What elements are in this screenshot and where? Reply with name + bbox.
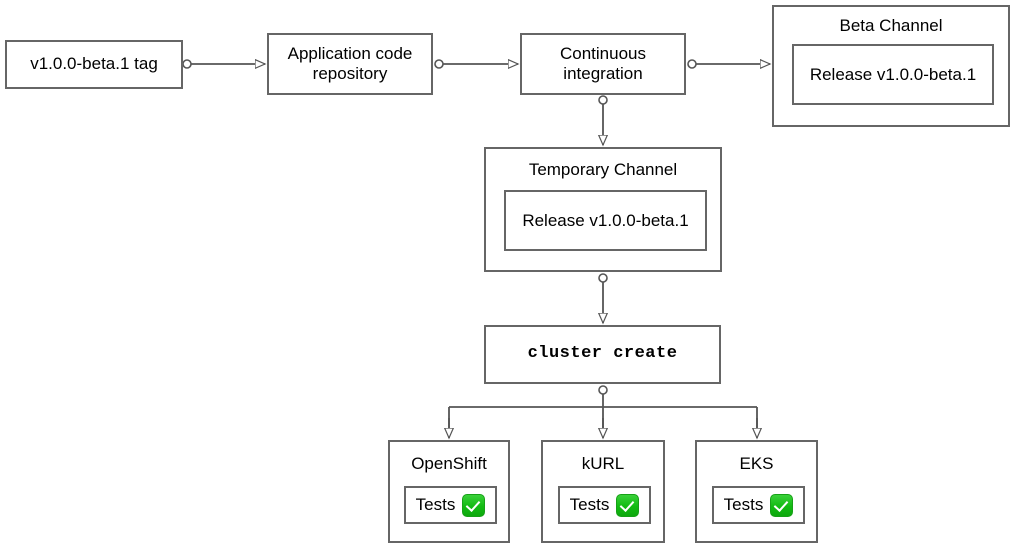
node-application-code-repository-label: Application code repository — [288, 44, 413, 84]
node-eks-tests[interactable]: Tests — [712, 486, 805, 524]
edge-cluster-create-branch — [449, 385, 757, 438]
kurl-tests-row: Tests — [569, 493, 640, 517]
group-temporary-channel[interactable]: Temporary Channel Release v1.0.0-beta.1 — [484, 147, 722, 272]
group-openshift[interactable]: OpenShift Tests — [388, 440, 510, 543]
group-beta-channel[interactable]: Beta Channel Release v1.0.0-beta.1 — [772, 5, 1010, 127]
node-application-code-repository[interactable]: Application code repository — [267, 33, 433, 95]
group-beta-channel-title: Beta Channel — [839, 16, 943, 35]
eks-tests-row: Tests — [723, 493, 794, 517]
node-cluster-create-label: cluster create — [527, 344, 678, 364]
node-continuous-integration[interactable]: Continuous integration — [520, 33, 686, 95]
ci-line-2: integration — [563, 64, 643, 83]
node-beta-channel-release[interactable]: Release v1.0.0-beta.1 — [792, 44, 994, 105]
edge-repo-to-ci — [434, 60, 518, 68]
group-eks-title: EKS — [739, 454, 774, 473]
node-continuous-integration-label: Continuous integration — [560, 44, 646, 84]
green-check-icon — [616, 493, 640, 517]
node-openshift-tests[interactable]: Tests — [404, 486, 497, 524]
node-cluster-create[interactable]: cluster create — [484, 325, 721, 384]
beta-channel-release-label: Release v1.0.0-beta.1 — [809, 64, 977, 84]
edge-tag-to-repo — [182, 60, 265, 68]
node-tag[interactable]: v1.0.0-beta.1 tag — [5, 40, 183, 89]
node-temporary-channel-release[interactable]: Release v1.0.0-beta.1 — [504, 190, 707, 251]
ci-line-1: Continuous — [559, 43, 646, 63]
kurl-tests-label: Tests — [569, 495, 610, 514]
group-temporary-channel-title: Temporary Channel — [528, 160, 678, 179]
node-tag-label: v1.0.0-beta.1 tag — [30, 54, 158, 74]
edge-ci-to-beta-channel — [687, 60, 770, 68]
repo-line-2: repository — [312, 64, 388, 83]
group-kurl-title: kURL — [581, 454, 625, 473]
green-check-icon — [770, 493, 794, 517]
eks-tests-label: Tests — [723, 495, 764, 514]
openshift-tests-label: Tests — [415, 495, 456, 514]
temporary-channel-release-label: Release v1.0.0-beta.1 — [522, 210, 689, 230]
openshift-tests-row: Tests — [415, 493, 486, 517]
group-eks[interactable]: EKS Tests — [695, 440, 818, 543]
group-openshift-title: OpenShift — [411, 454, 487, 473]
green-check-icon — [462, 493, 486, 517]
node-kurl-tests[interactable]: Tests — [558, 486, 651, 524]
edge-temporary-channel-to-cluster-create — [599, 273, 607, 323]
repo-line-1: Application code — [287, 43, 413, 63]
edge-ci-to-temporary-channel — [599, 95, 607, 145]
group-kurl[interactable]: kURL Tests — [541, 440, 665, 543]
